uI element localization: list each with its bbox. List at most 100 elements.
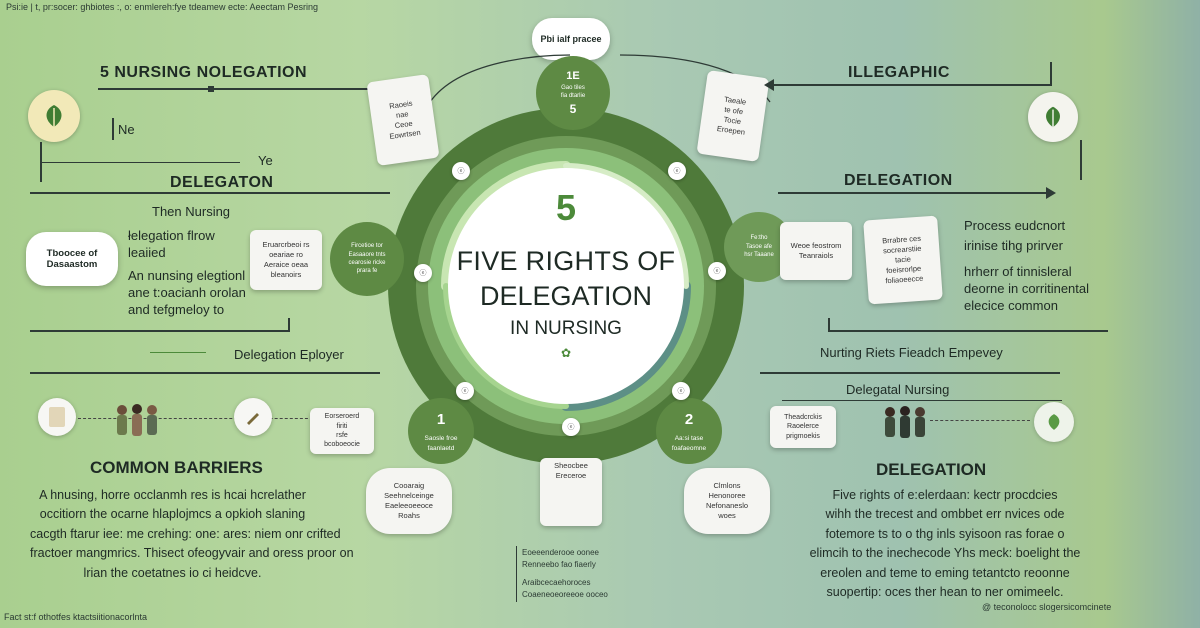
- right-divider-3-tick: [828, 318, 830, 332]
- center-bottom-box: Sheocbee Ereceroe: [540, 458, 602, 526]
- left-paragraph-line-1: An nunsing elegtionl: [128, 268, 246, 283]
- right-divider-3: [828, 330, 1108, 332]
- ring-dot: ⓔ: [456, 382, 474, 400]
- leaf-icon-small: [1034, 402, 1074, 442]
- right-divider-1: [772, 84, 1052, 86]
- top-bubble: Pbi ialf pracee: [532, 18, 610, 60]
- top-node-label: 1E: [566, 69, 580, 82]
- right-heading-2: DELEGATION: [844, 172, 953, 189]
- node-1-text: Saosle froe faanlaetd: [424, 435, 458, 452]
- barriers-line: fractoer mangmrics. Thisect ofeogyvair a…: [30, 546, 354, 561]
- ring-dot: ⓔ: [414, 264, 432, 282]
- bottom-center-line-2: Renneebo fao fiaerly: [522, 560, 596, 569]
- then-nursing-label: Then Nursing: [152, 204, 231, 219]
- right-divider-2: [778, 192, 1048, 194]
- right-divider-1-tick: [1050, 62, 1052, 86]
- bottom-right-card: Theadcrckis Raoelerce prigmoekis: [770, 406, 836, 448]
- central-ring: [388, 108, 744, 464]
- left-divider-4: [30, 372, 380, 374]
- top-caption: Psi:ie | t, pr:socer: ghbiotes :, o: enm…: [6, 2, 318, 12]
- isolated-label: leaiied: [128, 245, 166, 260]
- leaf-icon: [28, 90, 80, 142]
- ye-label: Ye: [258, 153, 273, 168]
- left-pill: Tboocee of Dasaastom: [26, 232, 118, 286]
- right-paragraph-line-5: elecice common: [964, 298, 1058, 313]
- dashed-connector: [78, 418, 318, 420]
- delegation-flow-label: łelegation flrow: [128, 228, 215, 243]
- delegation-paragraph: Five rights of e:elerdaan: kectr procdci…: [800, 486, 1090, 602]
- right-divider-4: [760, 372, 1060, 374]
- pen-icon: [234, 398, 272, 436]
- arrow-right-icon: [1046, 187, 1056, 199]
- bottom-center-line-4: Coaeneoeoreeoe ooceo: [522, 590, 608, 599]
- arrow-left-icon: [764, 79, 774, 91]
- left-divider-3: [30, 330, 290, 332]
- right-divider-5: [782, 400, 1062, 401]
- top-node-num: 5: [569, 101, 577, 116]
- dashed-connector-right: [930, 420, 1030, 422]
- top-node-sub: Gao tiles fia dtarlie: [560, 84, 586, 100]
- title-line-2: DELEGATION: [479, 281, 653, 311]
- right-card-1: Weoe feostrom Teanraiols: [780, 222, 852, 280]
- left-divider-2: [30, 192, 390, 194]
- bottom-left-caption: Fact st:f othotfes ktactsiitionacorlnta: [4, 612, 148, 622]
- bottom-right-cloud: Clmlons Henonoree Nefonaneslo woes: [684, 468, 770, 534]
- right-paragraph-line-2: irinise tihg prirver: [964, 238, 1063, 253]
- title-line-3: IN NURSING: [510, 318, 622, 339]
- title-block: 5 FIVE RIGHTS OF DELEGATION IN NURSING ✿: [376, 187, 756, 361]
- ye-line: [40, 162, 240, 163]
- ring-dot: ⓔ: [708, 262, 726, 280]
- left-paragraph-line-3: and tefgmeloy to: [128, 302, 225, 317]
- ring-dot: ⓔ: [668, 162, 686, 180]
- top-right-paper: Taeale te ofe Tocie Eroepen: [696, 70, 770, 162]
- leaf-icon-right: [1028, 92, 1078, 142]
- left-divider-3-tick: [288, 318, 290, 332]
- leaf-ornament-icon: ✿: [560, 346, 572, 360]
- right-paragraph-line-3: hrherr of tinnisleral: [964, 264, 1072, 279]
- people-group-icon: [112, 402, 162, 438]
- delegation-line: elimcih to the inechecode Yhs meck: boel…: [809, 546, 1081, 561]
- right-connector-v: [1080, 140, 1082, 180]
- node-2-text: Aa:si tase foafaeomne: [671, 435, 707, 452]
- right-paragraph-line-4: deorne in corritinental: [964, 281, 1090, 296]
- top-left-paper: Raoeis nae Ceoe Eowrtsen: [366, 74, 440, 166]
- delegation-line: ereolen and teme to eming tetantcto reoo…: [820, 565, 1070, 580]
- ne-label: Ne: [118, 122, 135, 137]
- bottom-left-card: Eorseroerd firiti rsfe bcoboeocie: [310, 408, 374, 454]
- ring-dot: ⓔ: [672, 382, 690, 400]
- barriers-line: A hnusing, horre occlanmh res is hcai hc…: [39, 488, 306, 502]
- title-number: 5: [555, 187, 577, 228]
- left-paragraph-line-2: ane t:oacianh orolan: [128, 285, 246, 300]
- delegation-line: suopertip: oces ther hean to ner omimeel…: [826, 584, 1064, 599]
- delegation-line: fotemore ts to o thg inls syisoon ras fo…: [825, 526, 1065, 541]
- left-heading-2: DELEGATON: [170, 174, 274, 191]
- delegation-line: Five rights of e:elerdaan: kectr procdci…: [832, 488, 1058, 502]
- top-node: 1E Gao tiles fia dtarlie 5: [536, 56, 610, 130]
- barriers-line: cacgth ftarur iee: me crehing: one: ares…: [30, 526, 341, 541]
- bottom-center-rule: [516, 546, 517, 602]
- right-heading-3: DELEGATION: [876, 460, 987, 479]
- bottom-right-caption: @ teconolocc slogersicomcinete: [982, 602, 1112, 612]
- node-1-number: 1: [436, 411, 446, 429]
- node-1: 1 Saosle froe faanlaetd: [408, 398, 474, 464]
- common-barriers-heading: COMMON BARRIERS: [90, 458, 263, 477]
- left-divider-1: [98, 88, 398, 90]
- ring-dot: ⓔ: [452, 162, 470, 180]
- ring-dot: ⓔ: [562, 418, 580, 436]
- left-heading-1: 5 NURSING NOLEGATION: [100, 64, 308, 81]
- right-heading-1: ILLEGAPHIC: [848, 64, 950, 81]
- delegation-employer-label: Delegation Eployer: [234, 347, 344, 362]
- bottom-center-line-1: Eoeeenderooe oonee: [522, 548, 599, 557]
- left-node: Fircetioe tor Easaaore tnts cearosie ric…: [330, 222, 404, 296]
- delegatal-nursing-label: Delegatal Nursing: [846, 382, 950, 397]
- barriers-line: lrian the coetatnes io ci heidcve.: [83, 565, 262, 580]
- people-group-icon-right: [880, 404, 930, 440]
- clipboard-icon: [38, 398, 76, 436]
- title-line-1: FIVE RIGHTS OF: [456, 246, 676, 276]
- bottom-center-line-3: Araibcecaehoroces: [522, 578, 591, 587]
- node-2-number: 2: [684, 411, 694, 429]
- right-card-2: Brrabre ces socrearstiie tacie foeisrorl…: [863, 215, 943, 305]
- barriers-line: occitiorn the ocarne hlaplojmcs a opkioh…: [39, 507, 306, 522]
- right-paragraph-line-1: Process eudcnort: [964, 218, 1066, 233]
- left-paper-card: Eruarcrbeoi rs oeariae ro Aeraice oeaa b…: [250, 230, 322, 290]
